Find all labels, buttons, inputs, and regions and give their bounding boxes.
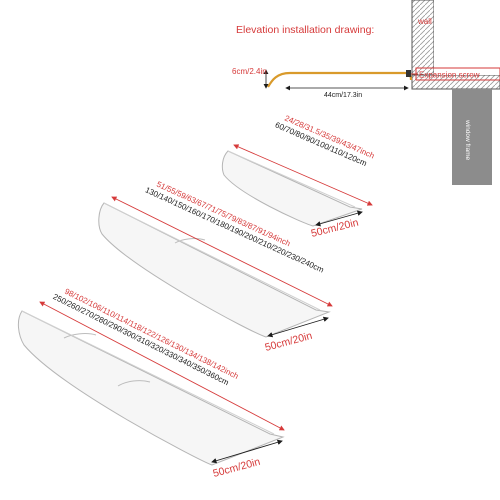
wall-label: wall [417,17,432,26]
expansion-screw-label: Expansion screw [419,71,480,80]
board-small-length-line [233,144,373,206]
board-medium-length-line [111,196,333,307]
expansion-screw [406,70,411,77]
height-label: 6cm/2.4in [232,67,267,76]
board-profile [267,71,413,88]
elevation-drawing: Elevation installation drawing: wall win… [232,0,500,185]
wall [411,0,435,76]
depth-label: 44cm/17.3in [324,92,362,99]
board-large-width-line [211,439,283,464]
window-frame [452,89,492,185]
board-small-shape [221,150,363,227]
board-large-length-line [39,301,285,431]
window-frame-label: window frame [464,119,471,160]
elevation-title: Elevation installation drawing: [236,24,374,36]
